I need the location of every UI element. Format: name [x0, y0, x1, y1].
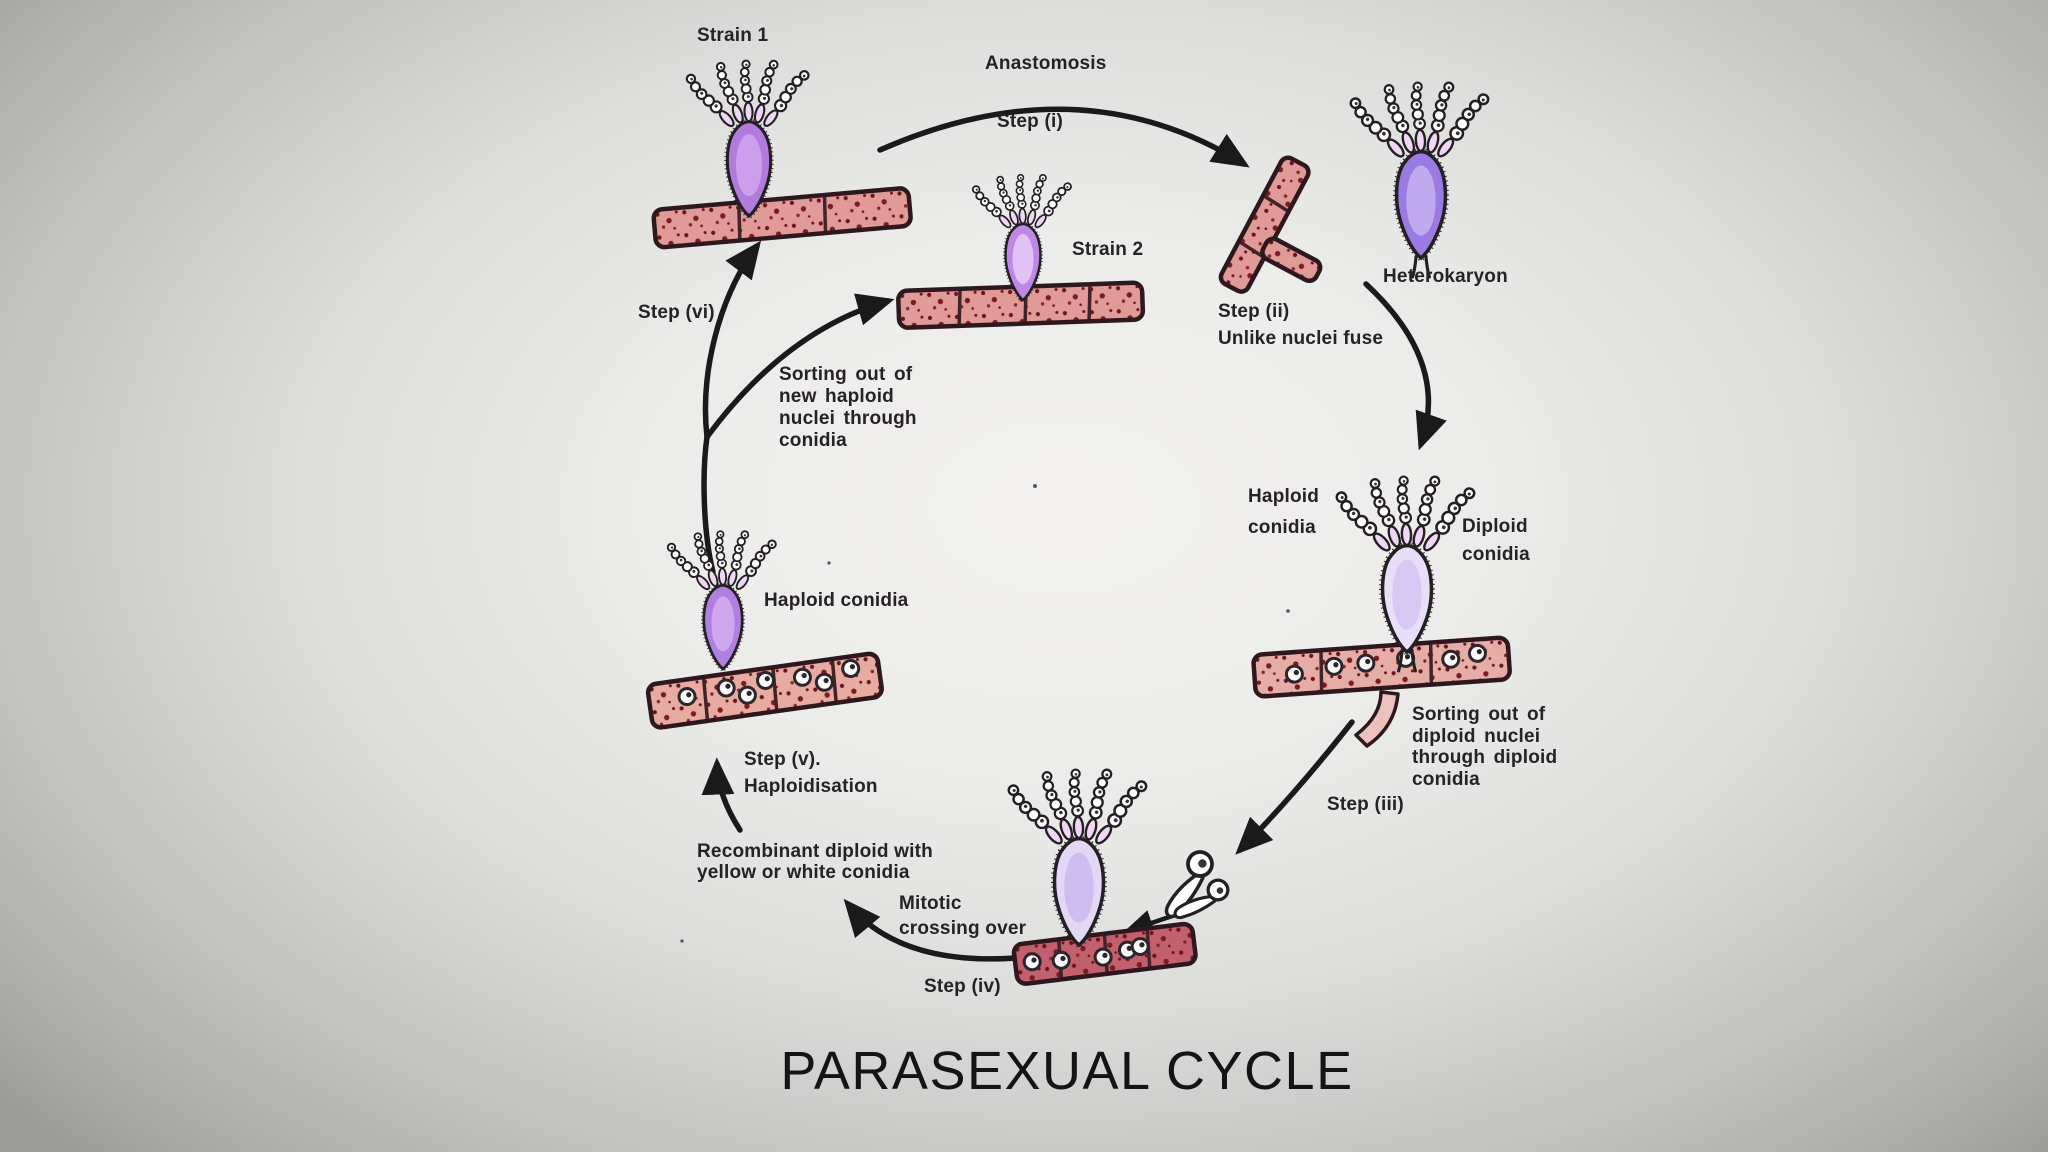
label-step-vi: Step (vi): [638, 302, 715, 323]
hypha-anastomosis-junction: [1218, 155, 1323, 294]
hypha-haploid: [645, 651, 884, 730]
label-step-ii: Step (ii): [1218, 301, 1290, 322]
arrow-step-vi-to-strain1: [702, 240, 762, 440]
label-unlike-nuclei-fuse: Unlike nuclei fuse: [1218, 328, 1384, 349]
conidiophore-strain1: [683, 59, 811, 216]
label-diploid-conidia: Diploid conidia: [1462, 516, 1530, 565]
arrow-heterokaryon-down: [1363, 281, 1447, 451]
label-haploid-conidia-left: Haploid conidia: [764, 590, 909, 611]
conidiophore-heterokaryon: [1346, 81, 1491, 279]
hypha-recombinant: [1011, 921, 1198, 986]
label-recombinant-diploid: Recombinant diploid with yellow or white…: [697, 841, 933, 883]
label-strain1: Strain 1: [697, 25, 769, 46]
label-strain2: Strain 2: [1072, 239, 1144, 260]
germinating-conidium: [1173, 878, 1230, 920]
label-sorting-diploid: Sorting out of diploid nuclei through di…: [1412, 704, 1558, 790]
arrow-step-iii: [1235, 719, 1355, 855]
hypha-diploid: [1251, 635, 1512, 699]
label-haploidisation: Haploidisation: [744, 776, 878, 797]
label-anastomosis: Anastomosis: [985, 53, 1107, 74]
label-step-iv: Step (iv): [924, 976, 1001, 997]
hypha-branch-sorting: [1354, 690, 1400, 748]
page-title: PARASEXUAL CYCLE: [780, 1041, 1354, 1101]
label-heterokaryon: Heterokaryon: [1383, 266, 1508, 287]
label-mitotic-crossing-over: Mitotic crossing over: [899, 893, 1027, 939]
germinating-conidium: [1164, 850, 1214, 919]
conidiophore-haploid: [664, 530, 778, 669]
arrow-step-vi-stem: [701, 434, 716, 575]
label-haploid-conidia-right: Haploid conidia: [1248, 486, 1320, 538]
cycle-arrows: [701, 106, 1447, 962]
paper-specks: [680, 484, 1290, 943]
arrow-mitotic: [843, 898, 1019, 962]
hypha-strain1: [651, 186, 913, 250]
label-step-i: Step (i): [997, 111, 1063, 132]
arrow-sorting-to-strain2: [704, 293, 895, 440]
label-step-v: Step (v).: [744, 749, 821, 770]
arrow-anastomosis: [877, 106, 1250, 168]
label-step-iii: Step (iii): [1327, 794, 1404, 815]
arrow-step-v: [701, 757, 743, 833]
conidiophore-strain2: [970, 173, 1073, 300]
label-sorting-haploid: Sorting out of new haploid nuclei throug…: [779, 364, 917, 451]
